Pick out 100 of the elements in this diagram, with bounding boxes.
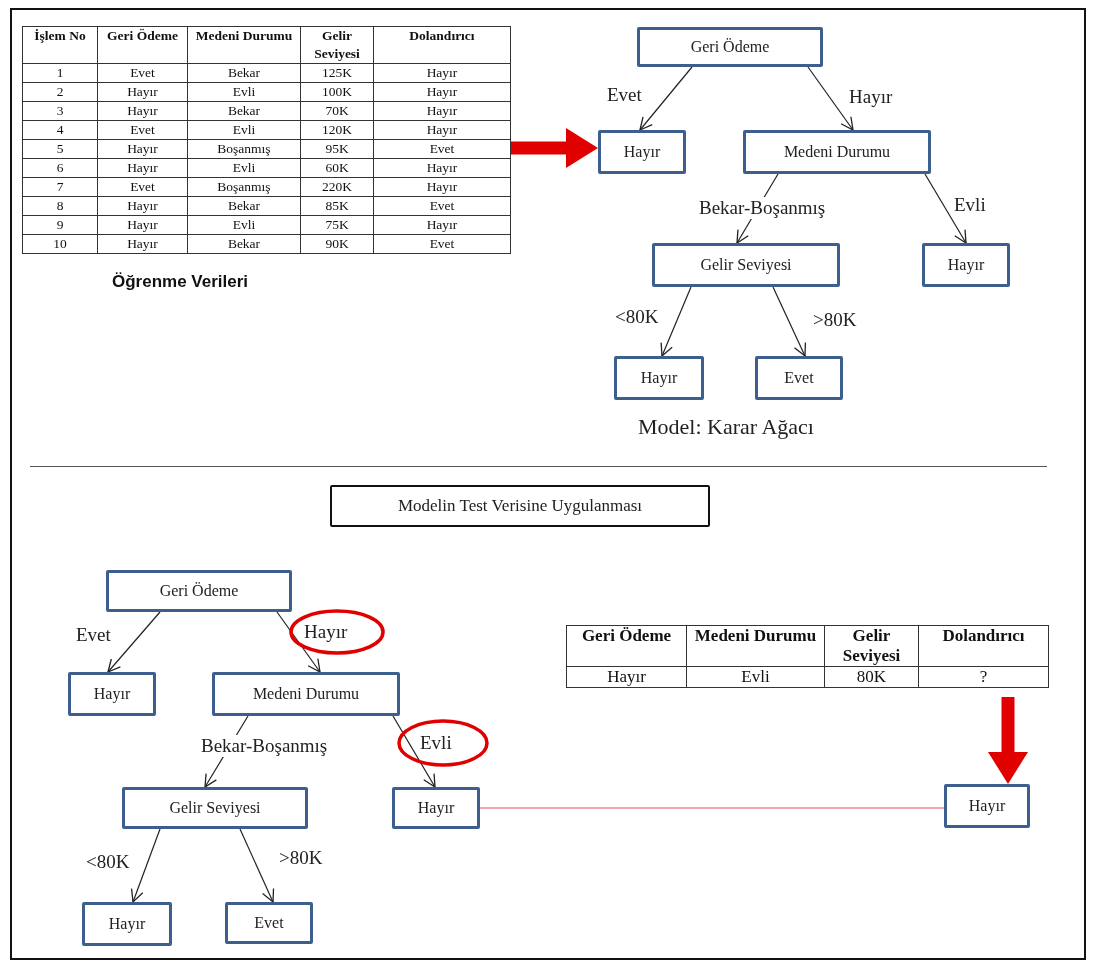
edge-label: Bekar-Boşanmış (199, 735, 330, 757)
table-cell: Bekar (187, 101, 301, 121)
node-text: Medeni Durumu (783, 143, 891, 161)
node-text: Geri Ödeme (690, 38, 770, 56)
table-cell: Hayır (97, 139, 188, 159)
table-cell: 6 (22, 158, 98, 178)
table-cell: Evet (97, 177, 188, 197)
table-cell: 5 (22, 139, 98, 159)
table-cell: Hayır (97, 215, 188, 235)
table-cell: Boşanmış (187, 139, 301, 159)
table-cell: Bekar (187, 196, 301, 216)
tree-node-box (106, 570, 292, 612)
arrow (807, 66, 854, 131)
table-cell: Hayır (566, 666, 687, 688)
table-cell: Hayır (373, 101, 511, 121)
node-text: Medeni Durumu (252, 685, 360, 703)
table-cell: 4 (22, 120, 98, 140)
table-cell: ? (918, 666, 1049, 688)
tree-node-box (652, 243, 840, 287)
table-cell: 125K (300, 63, 374, 83)
table-cell: Hayır (373, 158, 511, 178)
header-cell: Gelir Seviyesi (824, 625, 919, 667)
node-text: Hayır (623, 143, 661, 161)
node-text: Hayır (93, 685, 131, 703)
node-text: Geri Ödeme (159, 582, 239, 600)
header-cell: Geri Ödeme (97, 26, 188, 64)
title-box (330, 485, 710, 527)
tree-node-box (68, 672, 156, 716)
node-text: Hayır (968, 797, 1006, 815)
arrow (107, 611, 161, 673)
table-cell: Hayır (373, 215, 511, 235)
tree-node-box (755, 356, 843, 400)
table-cell: Evet (97, 120, 188, 140)
block-arrow (988, 697, 1028, 784)
node-text: Modelin Test Verisine Uygulanması (397, 496, 643, 516)
table-cell: 100K (300, 82, 374, 102)
tree-node-box (225, 902, 313, 944)
node-text: Evet (784, 369, 814, 387)
arrow (772, 286, 807, 357)
tree-node-box (922, 243, 1010, 287)
table-cell: Evli (187, 215, 301, 235)
table-cell: 70K (300, 101, 374, 121)
table-cell: Hayır (97, 234, 188, 254)
node-text: Gelir Seviyesi (169, 799, 261, 817)
arrow (239, 828, 275, 903)
table-cell: Hayır (373, 120, 511, 140)
table-cell: 1 (22, 63, 98, 83)
tree-node-box (392, 787, 480, 829)
tree-node-box (122, 787, 308, 829)
table-cell: Boşanmış (187, 177, 301, 197)
table-cell: 120K (300, 120, 374, 140)
table-cell: 75K (300, 215, 374, 235)
table-cell: Evet (373, 139, 511, 159)
tree-node-box (944, 784, 1030, 828)
node-text: Evet (254, 914, 284, 932)
header-cell: Gelir Seviyesi (300, 26, 374, 64)
table-cell: Hayır (97, 196, 188, 216)
tree-node-box (212, 672, 400, 716)
table-cell: 9 (22, 215, 98, 235)
table-cell: Evli (187, 120, 301, 140)
table-cell: 80K (824, 666, 919, 688)
tree-node-box (743, 130, 931, 174)
tree-node-box (598, 130, 686, 174)
table-cell: Hayır (373, 177, 511, 197)
header-cell: Medeni Durumu (686, 625, 825, 667)
table-cell: Hayır (373, 63, 511, 83)
table-cell: 85K (300, 196, 374, 216)
table-caption: Öğrenme Verileri (112, 272, 249, 292)
table-cell: Hayır (97, 82, 188, 102)
edge-label: Bekar-Boşanmış (697, 197, 828, 219)
table-cell: 95K (300, 139, 374, 159)
arrow (392, 715, 436, 788)
table-cell: 10 (22, 234, 98, 254)
tree-node-box (614, 356, 704, 400)
node-text: Hayır (108, 915, 146, 933)
table-cell: Evli (187, 82, 301, 102)
table-cell: Evli (187, 158, 301, 178)
table-cell: 220K (300, 177, 374, 197)
header-cell: Dolandırıcı (918, 625, 1049, 667)
table-cell: 8 (22, 196, 98, 216)
table-cell: Bekar (187, 63, 301, 83)
table-cell: Evli (686, 666, 825, 688)
table-cell: Evet (373, 196, 511, 216)
node-text: Hayır (947, 256, 985, 274)
table-cell: 7 (22, 177, 98, 197)
connector-line (479, 807, 945, 809)
node-text: Hayır (640, 369, 678, 387)
table-cell: Evet (373, 234, 511, 254)
arrow (130, 828, 161, 903)
table-cell: 3 (22, 101, 98, 121)
table-cell: Hayır (373, 82, 511, 102)
node-text: Gelir Seviyesi (700, 256, 792, 274)
diagram-caption: Model: Karar Ağacı (638, 414, 814, 440)
arrow (639, 66, 693, 131)
table-cell: 2 (22, 82, 98, 102)
arrow (924, 173, 967, 244)
tree-node-box (637, 27, 823, 67)
arrow (660, 286, 692, 357)
header-cell: Dolandırıcı (373, 26, 511, 64)
data-table (566, 625, 1049, 688)
